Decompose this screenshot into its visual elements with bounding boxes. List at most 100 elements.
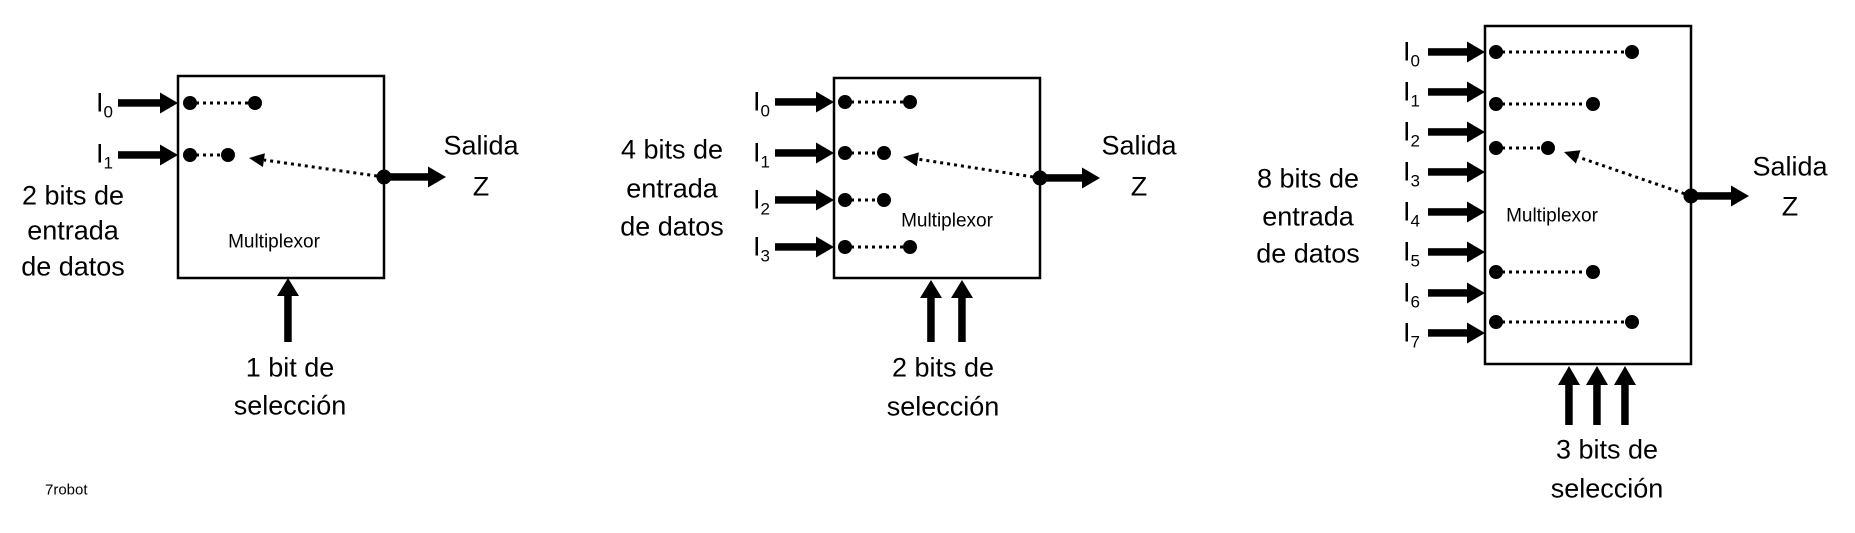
- mux2-select-label-line1: 2 bits de: [891, 352, 995, 383]
- input-label-sub: 1: [1410, 91, 1420, 111]
- mux1-output-arrow: [384, 166, 446, 188]
- input-label-base: I: [1403, 236, 1411, 267]
- mux1-switch-row-0: [183, 96, 262, 110]
- mux2-selected-wire: [916, 157, 1041, 180]
- mux1-selected-wire: [263, 158, 385, 179]
- mux2-output-label-line2: Z: [1130, 171, 1148, 202]
- input-label-base: I: [753, 184, 761, 215]
- mux3-switch-row-3: [1489, 265, 1600, 279]
- input-label-sub: 3: [1410, 171, 1420, 191]
- mux2-data-bits-label-line2: entrada: [626, 173, 718, 204]
- input-label-base: I: [96, 87, 104, 118]
- input-label-sub: 0: [760, 101, 770, 121]
- mux3-output-label-line1: Salida: [1752, 151, 1828, 182]
- mux3-switch-row-2: [1489, 141, 1555, 155]
- input-label-base: I: [1403, 196, 1411, 227]
- mux3-input-arrow-i3: [1428, 161, 1485, 183]
- mux1-select-arrow: [277, 278, 299, 342]
- input-label-base: I: [1403, 156, 1411, 187]
- mux1-box-label: Multiplexor: [228, 231, 320, 253]
- input-label-sub: 3: [760, 246, 770, 266]
- input-label-sub: 6: [1410, 292, 1420, 312]
- mux3-data-bits-label-line3: de datos: [1256, 238, 1360, 269]
- mux2-input-label-i2: I2: [753, 184, 770, 218]
- mux2-input-arrow-i2: [775, 189, 834, 211]
- mux3-select-arrow-0: [1558, 366, 1580, 425]
- mux3-switch-row-1: [1489, 97, 1600, 111]
- input-label-base: I: [96, 138, 104, 169]
- mux3-input-arrow-i7: [1428, 322, 1485, 344]
- mux2-selected-wire-arrowhead: [903, 152, 919, 167]
- mux1-diagram: [118, 74, 446, 342]
- input-label-base: I: [753, 86, 761, 117]
- mux2-box-label: Multiplexor: [901, 210, 993, 232]
- mux3-input-label-i0: I0: [1403, 36, 1420, 70]
- input-label-sub: 2: [760, 199, 770, 219]
- mux3-input-label-i3: I3: [1403, 156, 1420, 190]
- input-label-base: I: [1403, 116, 1411, 147]
- mux1-output-label-line2: Z: [472, 171, 490, 202]
- mux2-output-arrow: [1040, 167, 1100, 189]
- mux1-input-label-i1: I1: [96, 138, 113, 172]
- mux3-input-arrow-i4: [1428, 201, 1485, 223]
- mux3-output-label-line2: Z: [1781, 191, 1799, 222]
- mux3-input-arrow-i1: [1428, 81, 1485, 103]
- input-label-base: I: [1403, 277, 1411, 308]
- mux2-select-label-line2: selección: [886, 391, 1000, 422]
- mux3-data-bits-label-line2: entrada: [1262, 201, 1354, 232]
- mux2-switch-row-2: [838, 193, 891, 207]
- mux3-output-arrow: [1691, 185, 1749, 207]
- mux2-input-label-i3: I3: [753, 231, 770, 265]
- mux3-select-label-line1: 3 bits de: [1555, 434, 1659, 465]
- mux3-input-arrow-i0: [1428, 41, 1485, 63]
- mux2-output-label-line1: Salida: [1101, 130, 1177, 161]
- mux3-input-label-i2: I2: [1403, 116, 1420, 150]
- mux2-switch-row-1: [838, 146, 891, 160]
- mux1-switch-row-1: [183, 148, 235, 162]
- mux1-select-label-line2: selección: [233, 390, 347, 421]
- input-label-sub: 1: [760, 152, 770, 172]
- mux2-data-bits-label-line3: de datos: [620, 211, 724, 242]
- mux3-box: [1483, 24, 1693, 366]
- input-label-sub: 2: [1410, 131, 1420, 151]
- mux3-input-arrow-i2: [1428, 121, 1485, 143]
- mux1-input-label-i0: I0: [96, 87, 113, 121]
- mux2-select-arrow-0: [920, 280, 942, 342]
- mux3-selected-wire: [1577, 155, 1692, 198]
- mux3-select-arrow-1: [1586, 366, 1608, 425]
- mux2-input-arrow-i3: [775, 236, 834, 258]
- mux3-input-arrow-i5: [1428, 241, 1485, 263]
- mux3-input-arrow-i6: [1428, 282, 1485, 304]
- mux3-diagram: [1428, 24, 1749, 425]
- input-label-sub: 5: [1410, 251, 1420, 271]
- input-label-sub: 0: [103, 102, 113, 122]
- mux2-switch-row-3: [838, 240, 917, 254]
- credit-text: 7robot: [45, 481, 88, 499]
- mux2-box: [832, 76, 1042, 280]
- mux1-data-bits-label-line2: entrada: [27, 215, 119, 246]
- mux2-select-arrow-1: [951, 280, 973, 342]
- mux2-data-bits-label-line1: 4 bits de: [620, 134, 724, 165]
- input-label-sub: 7: [1410, 332, 1420, 352]
- input-label-sub: 0: [1410, 51, 1420, 71]
- mux1-input-arrow-i0: [118, 92, 178, 114]
- mux3-input-label-i6: I6: [1403, 277, 1420, 311]
- mux1-data-bits-label-line1: 2 bits de: [21, 180, 125, 211]
- input-label-base: I: [1403, 76, 1411, 107]
- mux2-input-arrow-i0: [775, 91, 834, 113]
- mux3-data-bits-label-line1: 8 bits de: [1256, 163, 1360, 194]
- input-label-sub: 4: [1410, 211, 1420, 231]
- mux2-diagram: [775, 76, 1100, 342]
- mux3-box-label: Multiplexor: [1506, 205, 1598, 227]
- input-label-base: I: [753, 137, 761, 168]
- input-label-base: I: [753, 231, 761, 262]
- mux2-input-arrow-i1: [775, 142, 834, 164]
- mux3-input-label-i4: I4: [1403, 196, 1420, 230]
- mux3-input-label-i5: I5: [1403, 236, 1420, 270]
- mux1-output-label-line1: Salida: [443, 130, 519, 161]
- mux2-input-label-i1: I1: [753, 137, 770, 171]
- input-label-base: I: [1403, 36, 1411, 67]
- mux3-switch-row-4: [1489, 315, 1639, 329]
